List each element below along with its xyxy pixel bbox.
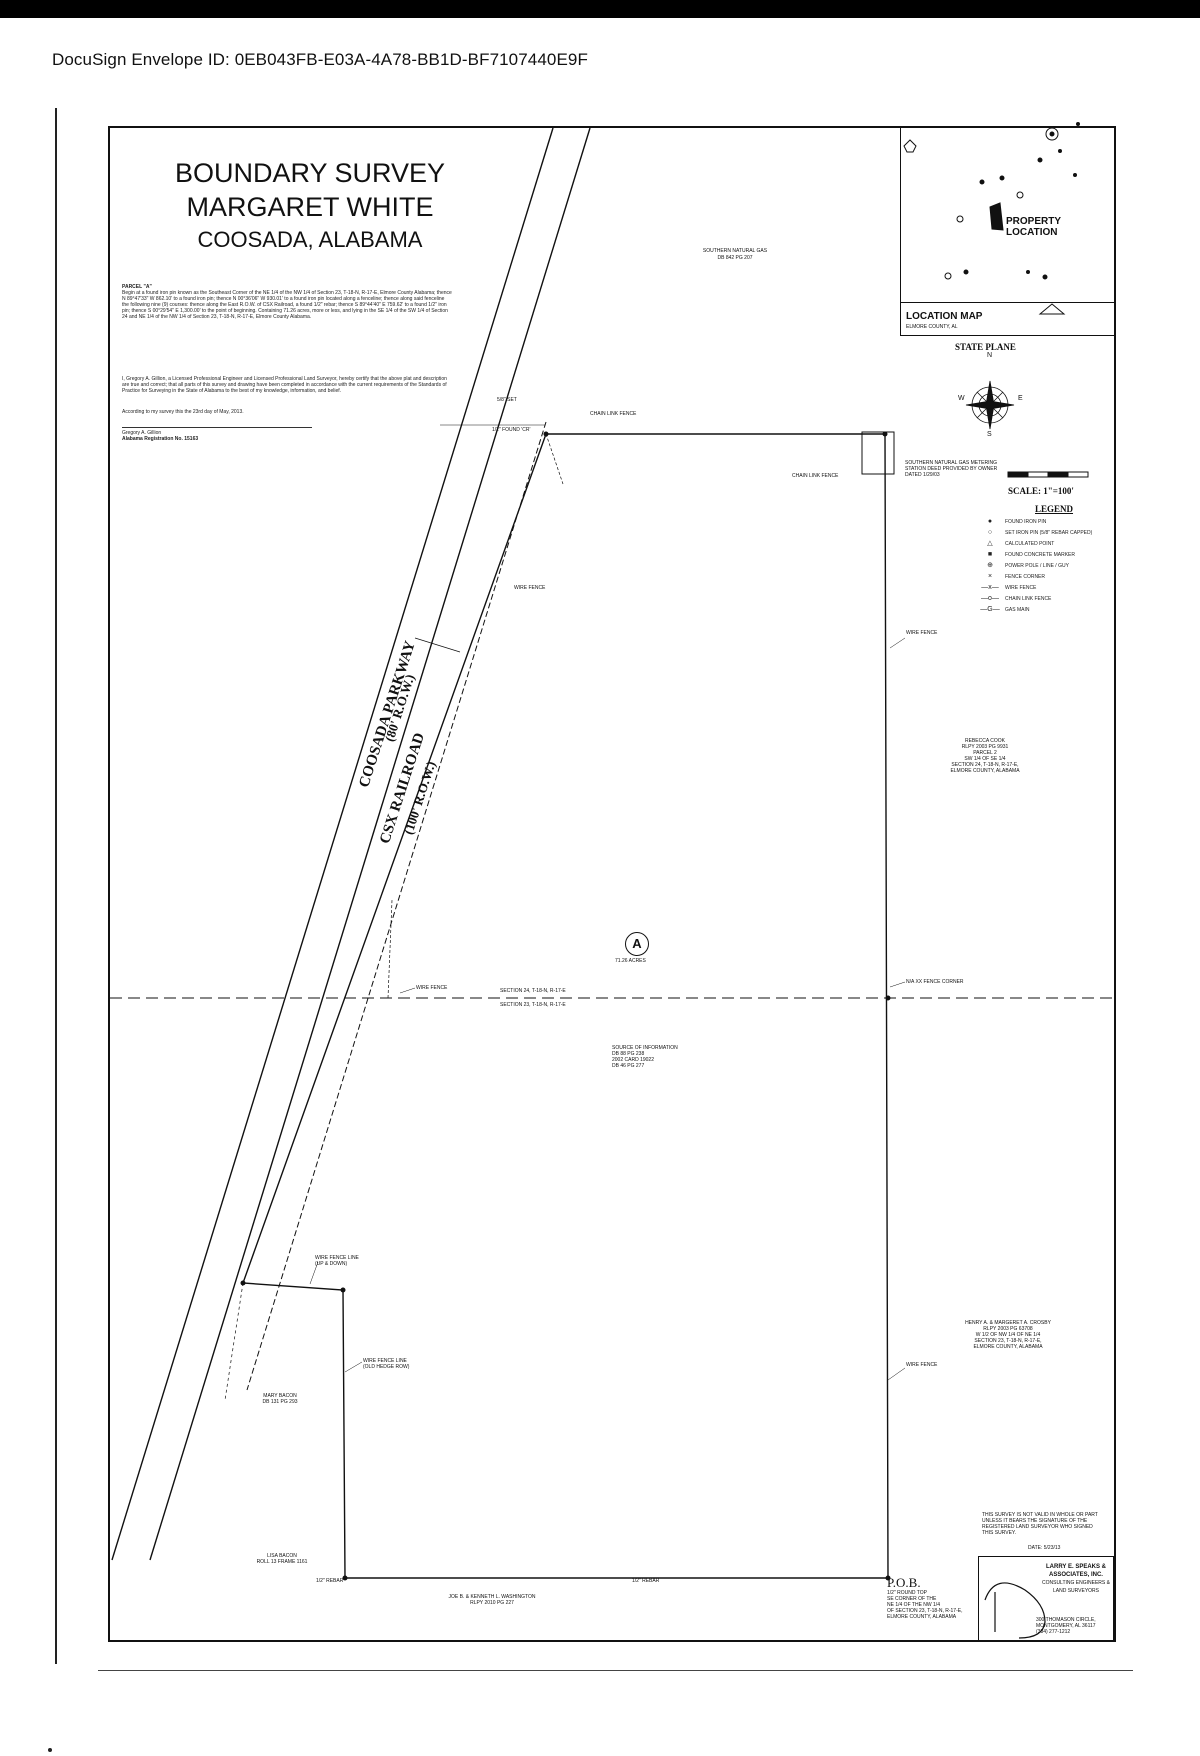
location-map bbox=[900, 128, 1114, 336]
sng-north-label: SOUTHERN NATURAL GAS DB 842 PG 207 bbox=[702, 248, 768, 261]
legend-item: ■FOUND CONCRETE MARKER bbox=[987, 551, 1076, 558]
chain-link-top-label: CHAIN LINK FENCE bbox=[590, 411, 637, 417]
survey-location: COOSADA, ALABAMA bbox=[197, 227, 423, 252]
disclaimer-text: THIS SURVEY IS NOT VALID IN WHOLE OR PAR… bbox=[982, 1512, 1098, 1536]
wire-fence-section-label: WIRE FENCE bbox=[416, 985, 448, 991]
location-map-subtitle: ELMORE COUNTY, AL bbox=[906, 324, 958, 330]
firm-subtitle: CONSULTING ENGINEERS & LAND SURVEYORS bbox=[1042, 1580, 1110, 1594]
signer-block: Gregory A. Gillion Alabama Registration … bbox=[122, 427, 312, 442]
legend-item: △CALCULATED POINT bbox=[987, 540, 1055, 547]
legal-body: Begin at a found iron pin known as the S… bbox=[122, 290, 452, 320]
scale-bar bbox=[1007, 471, 1089, 478]
parcel-acres: 71.26 ACRES bbox=[615, 958, 646, 964]
parcel-label: A bbox=[625, 932, 649, 956]
top-black-bar bbox=[0, 0, 1200, 18]
survey-title: BOUNDARY SURVEY bbox=[174, 158, 446, 188]
property-location-label: PROPERTY LOCATION bbox=[1006, 216, 1061, 238]
legend-item: ●FOUND IRON PIN bbox=[987, 518, 1047, 525]
footer-rule bbox=[98, 1670, 1133, 1671]
rebar-bottom-mid-label: 1/2" REBAR bbox=[632, 1578, 660, 1584]
railroad-right-line bbox=[246, 421, 547, 1391]
found-bottom-left-label: 1/2" REBAR bbox=[316, 1578, 344, 1584]
wire-fence-right-upper-label: WIRE FENCE bbox=[906, 630, 938, 636]
location-map-label-box bbox=[900, 302, 1114, 336]
legend-item: —o—CHAIN LINK FENCE bbox=[981, 595, 1052, 602]
title-block bbox=[978, 1556, 1114, 1642]
title-block-address: 300 THOMASON CIRCLE, MONTGOMERY, AL 3611… bbox=[1036, 1617, 1096, 1635]
wire-fence-line-top-label: WIRE FENCE LINE (UP & DOWN) bbox=[315, 1255, 359, 1267]
compass-w: W bbox=[958, 395, 965, 402]
north-arrow bbox=[965, 380, 1015, 430]
section24-label: SECTION 24, T-18-N, R-17-E bbox=[500, 988, 566, 994]
scale-label: SCALE: 1"=100' bbox=[1008, 486, 1074, 496]
legend-item: ⊕POWER POLE / LINE / GUY bbox=[987, 562, 1069, 569]
metering-station bbox=[861, 431, 895, 475]
set-top-left-label: 5/8" SET bbox=[497, 397, 517, 403]
dated-line: According to my survey this the 23rd day… bbox=[122, 409, 244, 415]
legend-title: LEGEND bbox=[1035, 504, 1074, 514]
survey-sheet-border bbox=[108, 126, 1116, 1642]
wire-fence-left-label: WIRE FENCE bbox=[514, 585, 546, 591]
lisa-bacon-label: LISA BACON ROLL 13 FRAME 1161 bbox=[256, 1553, 308, 1565]
compass-n: N bbox=[987, 352, 993, 359]
mary-bacon-label: MARY BACON DB 131 PG 293 bbox=[262, 1393, 298, 1405]
state-plane-label: STATE PLANE bbox=[955, 342, 1016, 352]
parkway-right-line bbox=[149, 127, 591, 1561]
certification-text: I, Gregory A. Gillion, a Licensed Profes… bbox=[122, 376, 447, 394]
cook-parcel-label: REBECCA COOK RLPY 2003 PG 9931 PARCEL 2 … bbox=[950, 738, 1020, 774]
chain-link-right-label: CHAIN LINK FENCE bbox=[792, 473, 839, 479]
compass-s: S bbox=[987, 431, 992, 438]
legend-item: —G—GAS MAIN bbox=[980, 606, 1030, 613]
section23-label: SECTION 23, T-18-N, R-17-E bbox=[500, 1002, 566, 1008]
title-block-logo bbox=[984, 1582, 1046, 1639]
sng-station-label: SOUTHERN NATURAL GAS METERING STATION DE… bbox=[905, 460, 998, 478]
envelope-id: DocuSign Envelope ID: 0EB043FB-E03A-4A78… bbox=[52, 50, 588, 69]
location-map-sketch bbox=[903, 122, 1080, 315]
legal-heading: PARCEL "A" bbox=[122, 284, 152, 290]
fence-corner-label: N/A XX FENCE CORNER bbox=[906, 979, 964, 985]
footer-dot bbox=[48, 1748, 52, 1752]
legal-description: PARCEL "A" Begin at a found iron pin kno… bbox=[122, 284, 452, 320]
signer-name: Gregory A. Gillion bbox=[122, 430, 162, 436]
legend-item: ○SET IRON PIN (5/8" REBAR CAPPED) bbox=[987, 529, 1093, 536]
location-map-title: LOCATION MAP bbox=[906, 311, 983, 322]
firm-name: LARRY E. SPEAKS & ASSOCIATES, INC. bbox=[1045, 1564, 1106, 1578]
page-left-rule bbox=[55, 108, 57, 1664]
title-block-firm: LARRY E. SPEAKS & ASSOCIATES, INC. CONSU… bbox=[1040, 1563, 1112, 1595]
wire-fence-right-lower-label: WIRE FENCE bbox=[906, 1362, 938, 1368]
pob-note: 1/2" ROUND TOP SE CORNER OF THE NE 1/4 O… bbox=[887, 1590, 963, 1620]
legend-item: —x—WIRE FENCE bbox=[981, 584, 1037, 591]
crosby-parcel-label: HENRY A. & MARGERET A. CROSBY RLPY 2003 … bbox=[965, 1320, 1051, 1350]
washington-label: JOE B. & KENNETH L. WASHINGTON RLPY 2010… bbox=[448, 1594, 536, 1606]
compass-e: E bbox=[1018, 395, 1023, 402]
legend-list: ●FOUND IRON PIN ○SET IRON PIN (5/8" REBA… bbox=[975, 516, 1115, 615]
owner-name: MARGARET WHITE bbox=[186, 192, 434, 222]
signer-registration: Alabama Registration No. 15163 bbox=[122, 436, 199, 442]
pob-label: P.O.B. bbox=[887, 1575, 921, 1590]
source-info-label: SOURCE OF INFORMATION DB 88 PG 238 2002 … bbox=[612, 1045, 678, 1069]
found-top-left-label: 1/2" FOUND 'CR' bbox=[492, 427, 531, 433]
legend-item: ×FENCE CORNER bbox=[987, 573, 1046, 580]
wire-fence-line-old-label: WIRE FENCE LINE (OLD HEDGE ROW) bbox=[363, 1358, 410, 1370]
disclaimer-date: DATE: 5/23/13 bbox=[1028, 1545, 1061, 1551]
parkway-left-line bbox=[111, 127, 554, 1561]
